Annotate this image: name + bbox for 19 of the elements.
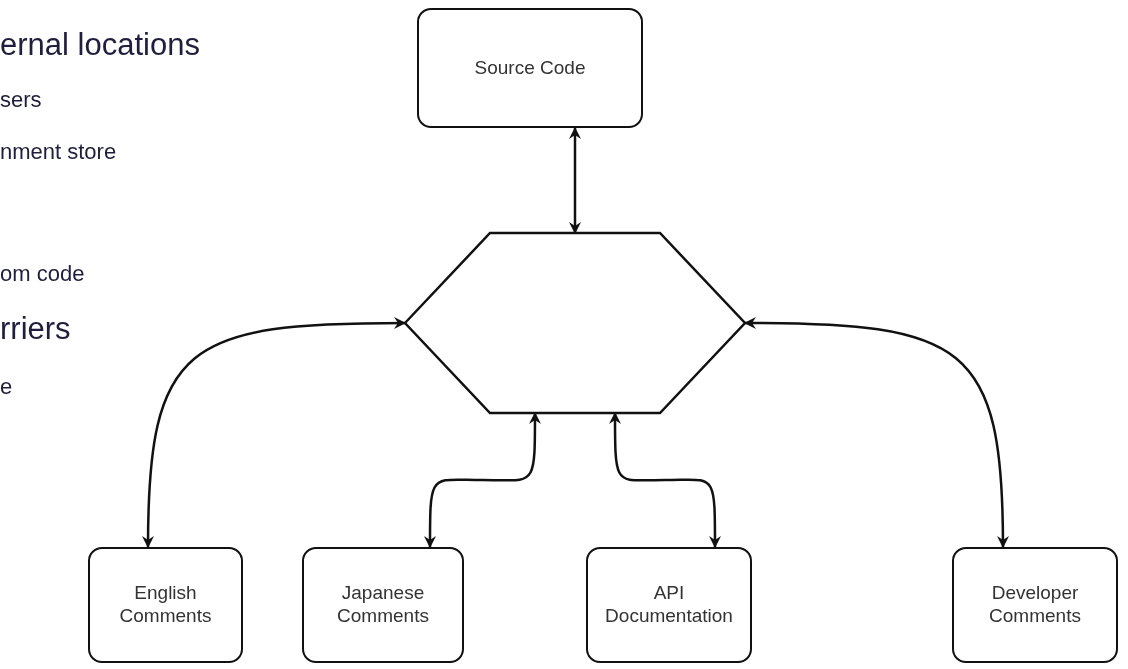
- process-box: [417, 8, 643, 128]
- node-text: Source Code: [474, 56, 586, 80]
- process-box: [302, 547, 464, 663]
- slide-text: nment store: [0, 140, 117, 165]
- double-arrow: [142, 317, 406, 548]
- process-box: [88, 547, 243, 663]
- node-text: API Documentation: [604, 582, 734, 628]
- slide-text: sers: [0, 88, 42, 113]
- double-arrow: [569, 127, 581, 234]
- slide-text: rriers: [0, 312, 71, 347]
- node-text: English Comments: [118, 582, 213, 628]
- slide-text: ernal locations: [0, 28, 200, 63]
- process-box: [952, 547, 1118, 663]
- node-text: Japanese Comments: [336, 582, 430, 628]
- slide-text: om code: [0, 262, 85, 287]
- double-arrow: [744, 317, 1009, 548]
- node-text: Developer Comments: [988, 582, 1082, 628]
- slide-text: e: [0, 375, 13, 400]
- process-box: [586, 547, 752, 663]
